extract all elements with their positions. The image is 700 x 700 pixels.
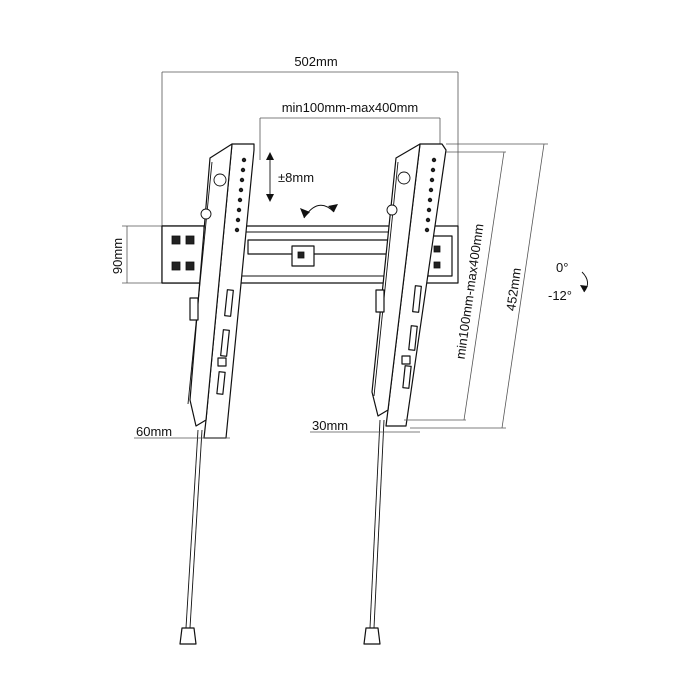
left-arm-holes — [234, 157, 247, 233]
tilt-min-label: -12° — [548, 288, 572, 303]
left-bracket-arm — [187, 143, 255, 439]
depth-left-dimension: 60mm — [134, 424, 230, 439]
wall-plate-height-dimension: 90mm — [110, 225, 162, 284]
wall-plate-height-label: 90mm — [110, 238, 125, 274]
depth-right-dimension: 30mm — [310, 418, 420, 433]
tilt-max-label: 0° — [556, 260, 568, 275]
right-bracket-arm — [371, 143, 447, 427]
rotate-arrow-icon — [300, 204, 338, 219]
overall-width-label: 502mm — [294, 54, 337, 69]
vesa-horizontal-dimension: min100mm-max400mm — [259, 100, 441, 160]
arm-length-label: 452mm — [503, 267, 524, 312]
height-adjust-indicator: ±8mm — [266, 152, 314, 202]
height-adjust-label: ±8mm — [278, 170, 314, 185]
overall-width-dimension: 502mm — [161, 54, 459, 226]
tilt-indicator: 0° -12° — [548, 260, 588, 303]
tilt-arc-icon — [580, 271, 588, 293]
right-arm-holes — [424, 157, 437, 233]
right-safety-cord — [363, 419, 385, 645]
depth-left-label: 60mm — [136, 424, 172, 439]
depth-right-label: 30mm — [312, 418, 348, 433]
vesa-horizontal-label: min100mm-max400mm — [282, 100, 419, 115]
up-down-arrow-icon — [266, 152, 274, 202]
arm-length-dimension: 452mm — [410, 143, 548, 429]
left-safety-cord — [179, 429, 203, 645]
